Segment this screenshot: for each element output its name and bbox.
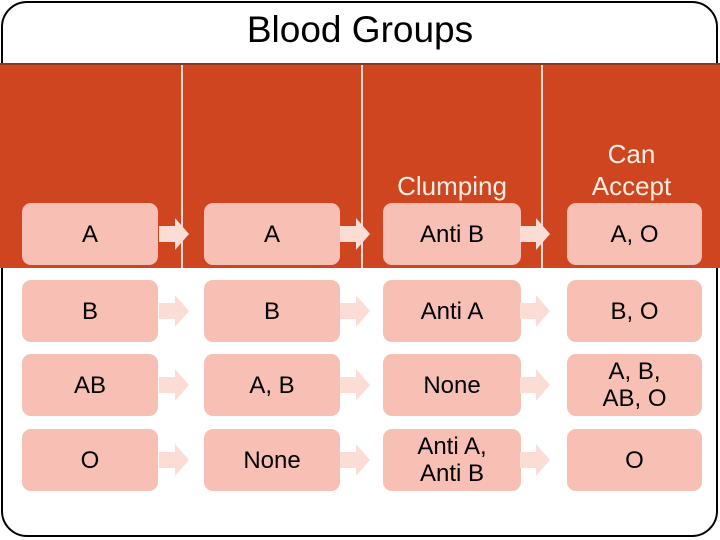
right-arrow-icon bbox=[340, 295, 370, 327]
right-arrow-icon bbox=[159, 444, 189, 476]
table-cell-line: A, B, bbox=[608, 358, 661, 385]
right-arrow-icon bbox=[520, 444, 550, 476]
table-cell: B bbox=[204, 280, 340, 342]
table-cell-line: None bbox=[243, 446, 301, 474]
table-cell-line: O bbox=[80, 446, 100, 474]
table-cell: A bbox=[22, 203, 158, 265]
column-divider-2 bbox=[361, 65, 363, 268]
table-cell: A, B bbox=[204, 354, 340, 416]
table-cell: Anti A bbox=[383, 280, 521, 342]
table-cell: B bbox=[22, 280, 158, 342]
table-cell-line: A bbox=[263, 220, 280, 248]
table-cell-line: A, O bbox=[610, 220, 659, 248]
table-cell: A, B,AB, O bbox=[567, 354, 702, 416]
table-cell-line: A bbox=[81, 220, 98, 248]
table-cell-line: B bbox=[263, 297, 280, 325]
right-arrow-icon bbox=[159, 218, 189, 250]
table-cell-line: B, O bbox=[610, 297, 659, 325]
right-arrow-icon bbox=[159, 295, 189, 327]
title-divider-rule bbox=[0, 63, 720, 65]
right-arrow-icon bbox=[159, 369, 189, 401]
table-cell-line: A, B bbox=[249, 371, 295, 399]
right-arrow-icon bbox=[520, 369, 550, 401]
table-cell: AB bbox=[22, 354, 158, 416]
table-cell: A, O bbox=[567, 203, 702, 265]
table-cell: A bbox=[204, 203, 340, 265]
column-header-line: Accept bbox=[591, 171, 672, 201]
table-cell-line: AB bbox=[73, 371, 106, 399]
column-header-line: Can bbox=[607, 139, 656, 169]
right-arrow-icon bbox=[340, 369, 370, 401]
table-cell-line: Anti A bbox=[420, 297, 484, 325]
column-divider-3 bbox=[541, 65, 543, 268]
table-cell: Anti A,Anti B bbox=[383, 429, 521, 491]
column-divider-1 bbox=[181, 65, 183, 268]
table-cell: O bbox=[22, 429, 158, 491]
table-cell: B, O bbox=[567, 280, 702, 342]
table-cell-line: B bbox=[81, 297, 98, 325]
table-cell-line: O bbox=[625, 446, 644, 474]
right-arrow-icon bbox=[520, 295, 550, 327]
right-arrow-icon bbox=[340, 444, 370, 476]
right-arrow-icon bbox=[520, 218, 550, 250]
table-cell: Anti B bbox=[383, 203, 521, 265]
table-cell: None bbox=[204, 429, 340, 491]
right-arrow-icon bbox=[340, 218, 370, 250]
page-title: Blood Groups bbox=[246, 9, 474, 50]
table-cell-line: Anti B bbox=[419, 220, 485, 248]
table-cell-line: None bbox=[423, 371, 481, 399]
table-cell: None bbox=[383, 354, 521, 416]
table-cell: O bbox=[567, 429, 702, 491]
table-cell-line: Anti B bbox=[419, 460, 485, 487]
table-cell-line: Anti A, bbox=[417, 433, 487, 460]
column-header-line: Clumping bbox=[397, 171, 507, 201]
table-cell-line: AB, O bbox=[602, 385, 667, 412]
